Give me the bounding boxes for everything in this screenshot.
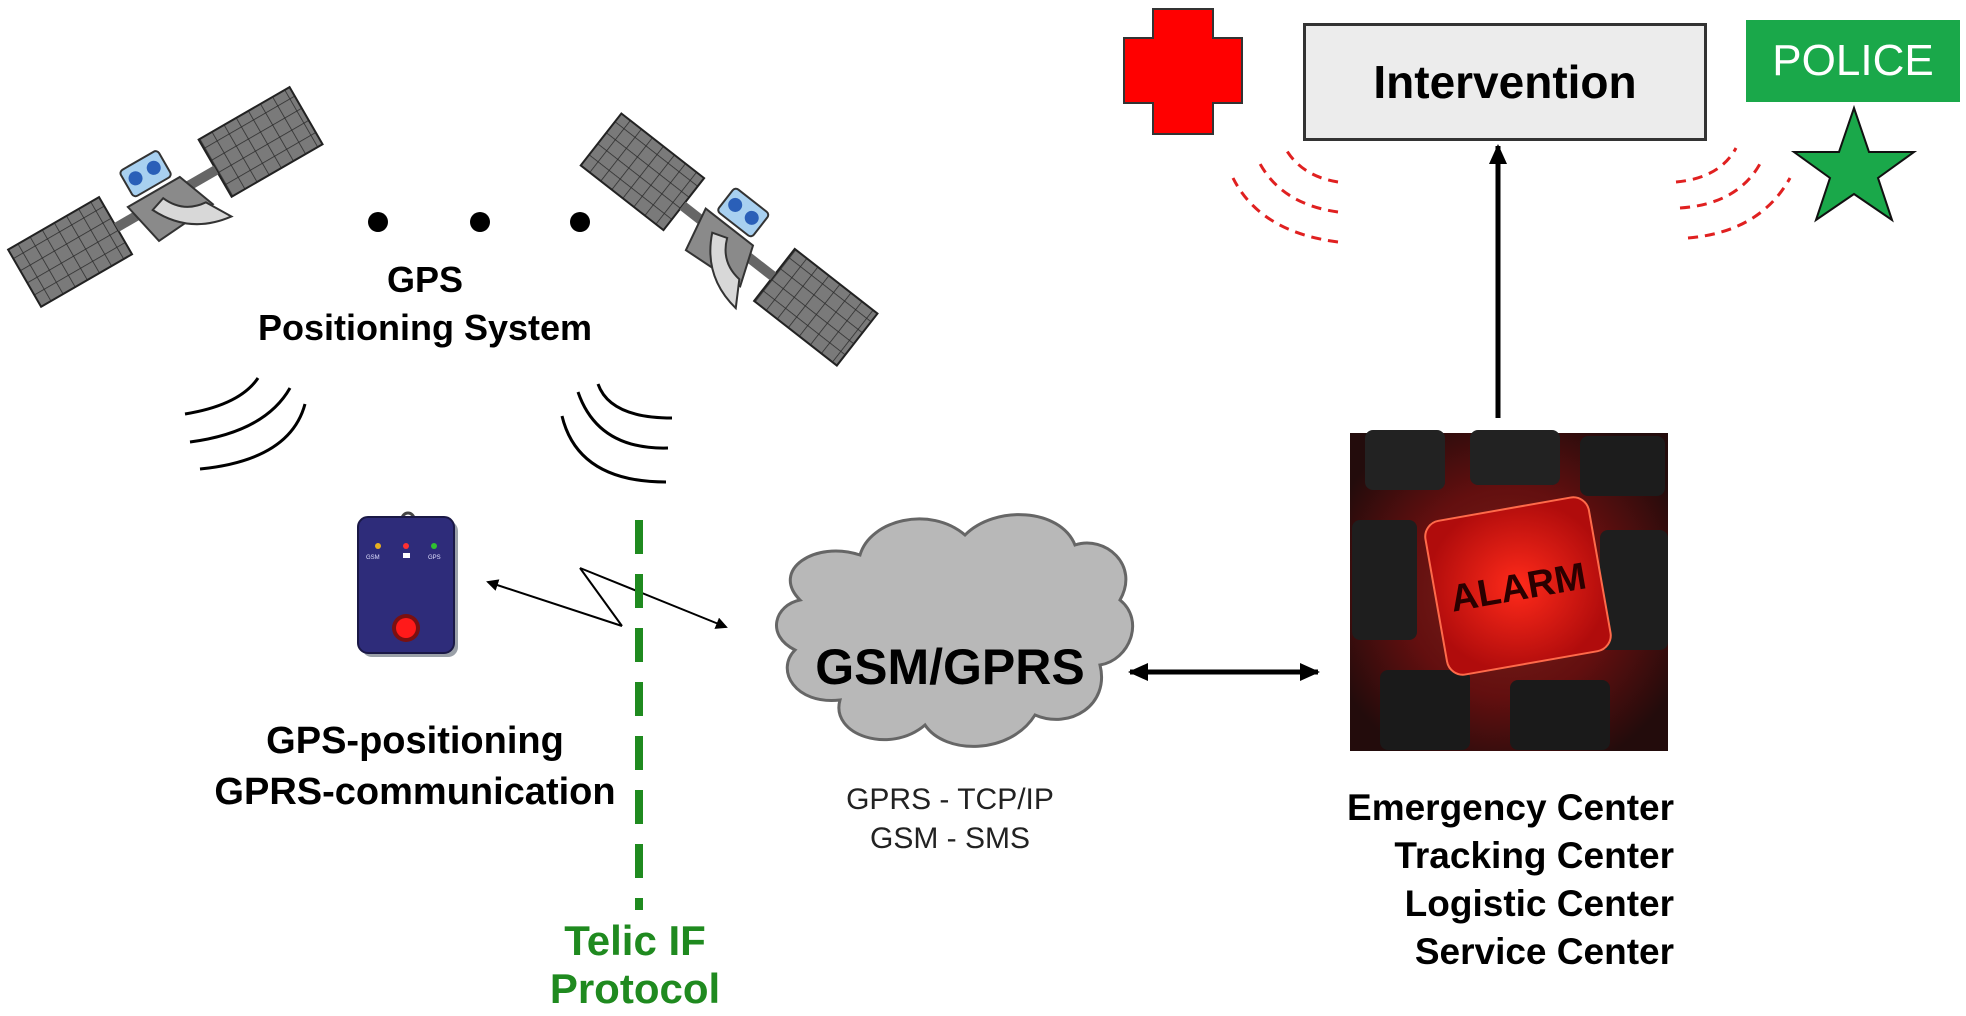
ambulance-cross-icon xyxy=(1123,8,1243,135)
police-badge: POLICE xyxy=(1746,20,1960,102)
gps-tracker-device-icon: GSM GPS xyxy=(357,511,458,657)
network-label: GSM/GPRS xyxy=(815,639,1085,695)
satellite-right-icon xyxy=(579,112,879,367)
center-logistic: Logistic Center xyxy=(1404,883,1674,924)
protocol-label: Telic IF Protocol xyxy=(520,920,750,1016)
protocol-label-line2: Protocol xyxy=(549,965,721,1012)
siren-waves-left-icon xyxy=(1231,145,1339,244)
signal-waves-right-icon xyxy=(560,383,673,484)
center-emergency: Emergency Center xyxy=(1347,787,1674,828)
tracker-led-gsm: GSM xyxy=(366,555,380,561)
network-caption: GPRS - TCP/IP GSM - SMS xyxy=(780,785,1120,863)
tracker-caption: GPS-positioning GPRS-communication xyxy=(190,722,640,824)
alarm-button-image: ALARM xyxy=(1350,430,1668,751)
more-satellites-ellipsis xyxy=(368,212,590,232)
police-star-icon xyxy=(1790,104,1918,223)
tracker-caption-line2: GPRS-communication xyxy=(214,771,616,813)
signal-waves-left-icon xyxy=(184,377,307,471)
gsm-gprs-cloud xyxy=(775,513,1135,748)
radio-link-arrow xyxy=(486,567,728,629)
center-service: Service Center xyxy=(1414,931,1674,972)
tracker-led-gps: GPS xyxy=(428,555,441,561)
network-caption-line1: GPRS - TCP/IP xyxy=(846,783,1054,816)
center-tracking: Tracking Center xyxy=(1394,835,1674,876)
network-caption-line2: GSM - SMS xyxy=(869,822,1030,855)
satellite-left-icon xyxy=(6,85,324,309)
gps-system-label-line1: GPS xyxy=(386,259,464,300)
protocol-label-line1: Telic IF xyxy=(564,917,706,964)
intervention-box: Intervention xyxy=(1303,23,1707,141)
gps-system-label: GPS Positioning System xyxy=(200,262,650,358)
siren-waves-right-icon xyxy=(1675,147,1792,240)
tracker-caption-line1: GPS-positioning xyxy=(266,720,564,762)
centers-list: Emergency Center Tracking Center Logisti… xyxy=(1260,789,1674,981)
gps-system-label-line2: Positioning System xyxy=(257,307,593,348)
